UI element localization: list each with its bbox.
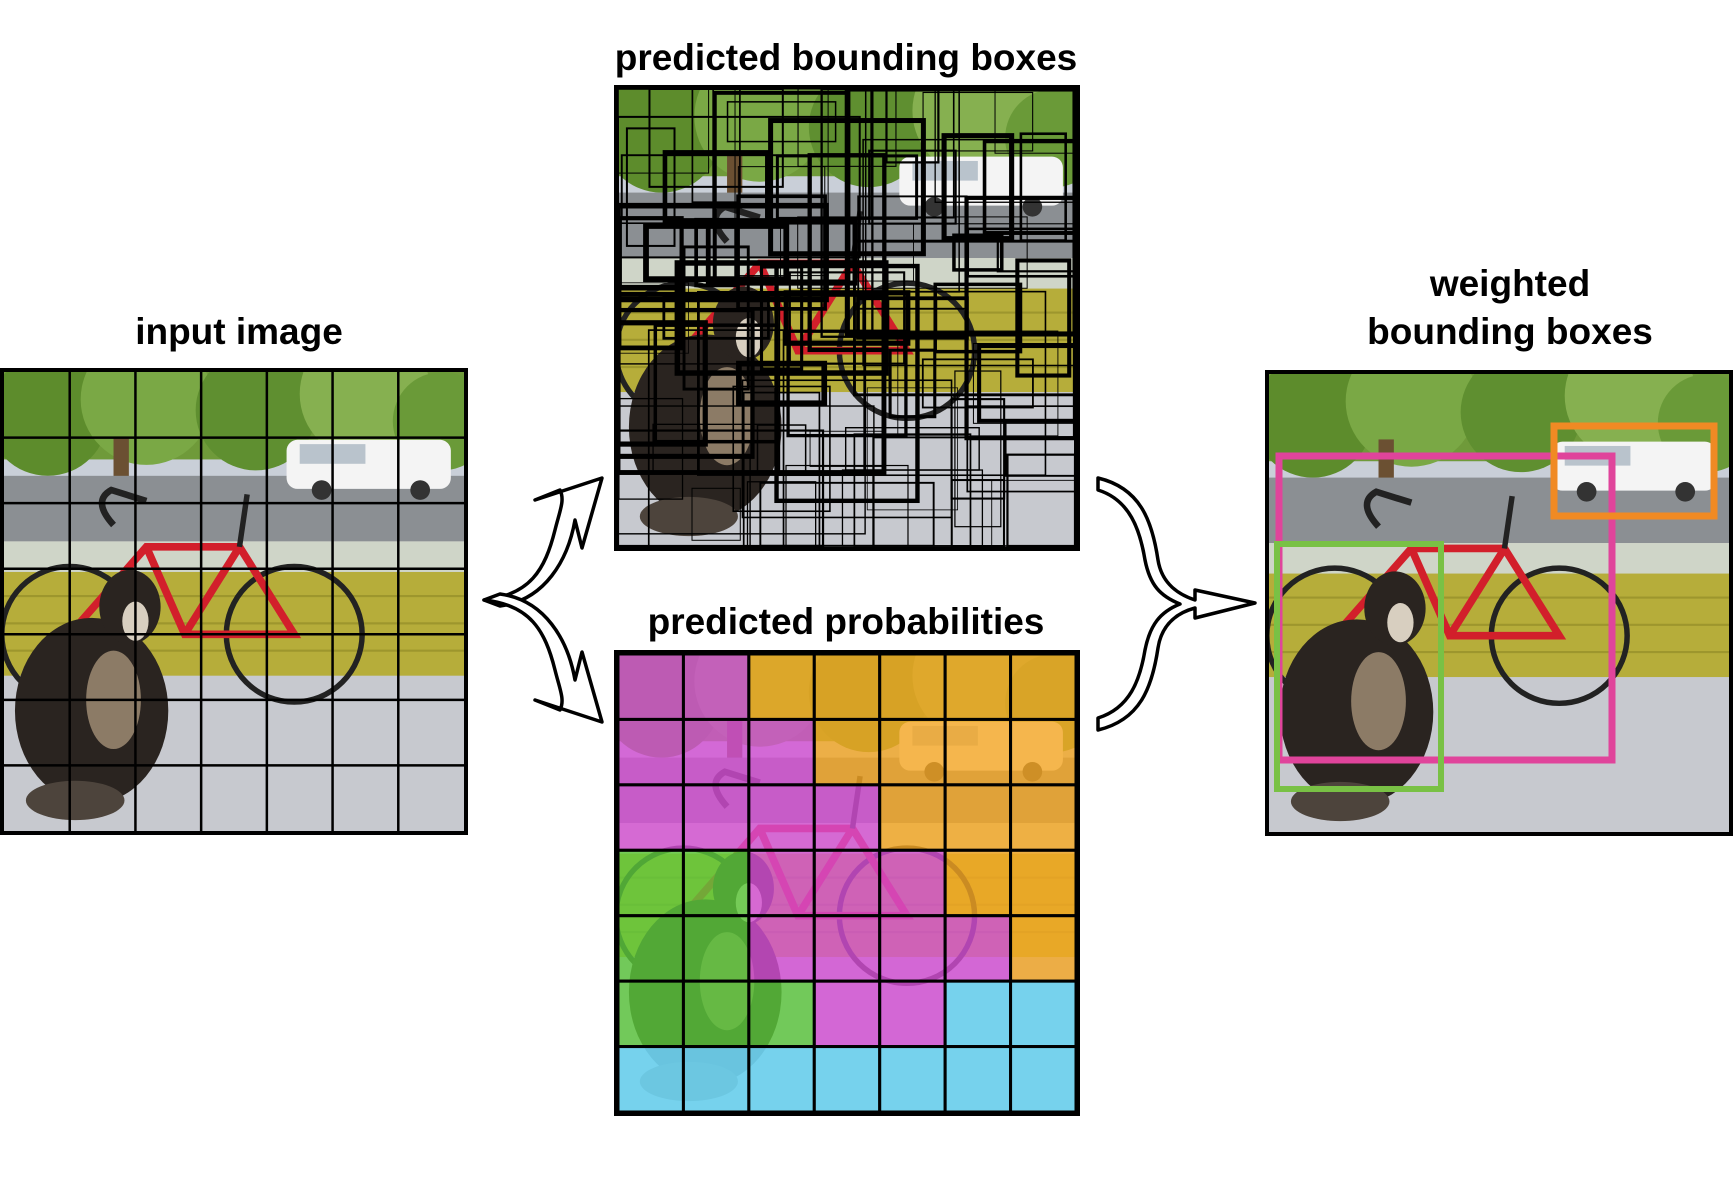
probability-cell <box>681 717 751 787</box>
candidate-box <box>691 487 741 541</box>
weighted-boxes-panel <box>1265 370 1733 836</box>
candidate-box <box>618 429 825 547</box>
probability-cell <box>747 1045 816 1112</box>
probability-cell <box>1009 783 1076 852</box>
predicted-probabilities-panel <box>614 650 1080 1116</box>
candidate-box <box>652 423 780 475</box>
weighted-boxes-label-line1: weighted <box>1429 263 1591 304</box>
candidate-box <box>954 370 1002 528</box>
candidate-box <box>820 89 874 338</box>
candidate-box <box>734 89 829 277</box>
candidate-box <box>780 223 914 282</box>
predicted-boxes-label: predicted bounding boxes <box>614 37 1078 78</box>
candidate-box <box>888 348 937 419</box>
probability-cell <box>812 914 882 983</box>
detection-box-orange <box>1550 422 1718 520</box>
probability-cell <box>943 1045 1013 1112</box>
probability-cell <box>1009 1045 1076 1112</box>
probability-cell <box>681 848 751 918</box>
candidate-box <box>618 307 755 459</box>
input-image-label: input image <box>135 311 343 352</box>
probability-cell <box>747 979 816 1049</box>
candidate-box <box>950 398 1006 500</box>
probability-cell <box>878 717 947 787</box>
split-arrow-down-icon <box>482 592 604 724</box>
candidate-box <box>1006 453 1076 547</box>
input-grid-overlay <box>4 372 464 831</box>
probability-cell <box>681 1045 751 1112</box>
candidate-box <box>885 89 940 164</box>
detection-box-green <box>1274 541 1444 792</box>
predicted-boxes-overlay <box>618 89 1076 547</box>
candidate-box <box>625 127 676 247</box>
predicted-probabilities-label: predicted probabilities <box>647 601 1045 642</box>
input-image-panel <box>0 368 468 835</box>
probability-cell <box>878 1045 947 1112</box>
candidate-box <box>756 424 807 474</box>
probability-cell <box>943 848 1013 918</box>
candidate-box <box>1015 258 1072 378</box>
probability-cell <box>812 1045 882 1112</box>
probability-cell <box>747 848 816 918</box>
candidate-box <box>736 194 827 311</box>
candidate-box <box>797 216 1028 289</box>
probability-class-map <box>618 654 1076 1112</box>
candidate-box <box>732 385 831 513</box>
probability-cell <box>618 1045 685 1112</box>
probability-cell <box>1009 979 1076 1049</box>
candidate-box <box>786 329 908 438</box>
candidate-box <box>941 133 1015 242</box>
probability-cell <box>812 979 882 1049</box>
candidate-box <box>682 245 750 391</box>
candidate-box <box>643 223 790 283</box>
candidate-box <box>618 291 887 475</box>
candidate-box <box>866 387 959 511</box>
candidate-box <box>807 153 887 353</box>
merge-arrow-icon <box>1096 476 1257 732</box>
weighted-boxes-label-line2: bounding boxes <box>1367 311 1653 352</box>
candidate-box <box>977 343 1076 423</box>
candidate-box <box>618 320 708 447</box>
split-arrow-up-icon <box>482 476 604 608</box>
probability-cell <box>878 914 947 983</box>
probability-cell <box>1009 914 1076 983</box>
predicted-boxes-panel <box>614 85 1080 551</box>
candidate-box <box>868 149 957 225</box>
probability-cell <box>1009 717 1076 787</box>
candidate-box <box>618 282 689 354</box>
candidate-box <box>662 296 770 340</box>
candidate-box <box>778 290 1047 477</box>
candidate-box <box>897 330 1059 437</box>
candidate-box <box>809 430 885 467</box>
candidate-box <box>952 233 1004 272</box>
candidate-box <box>774 263 920 504</box>
probability-cell <box>878 783 947 852</box>
final-detections-overlay <box>1274 422 1718 792</box>
probability-cell <box>1009 848 1076 918</box>
probability-cell <box>943 914 1013 983</box>
candidate-box <box>618 363 866 535</box>
probability-cell <box>878 979 947 1049</box>
